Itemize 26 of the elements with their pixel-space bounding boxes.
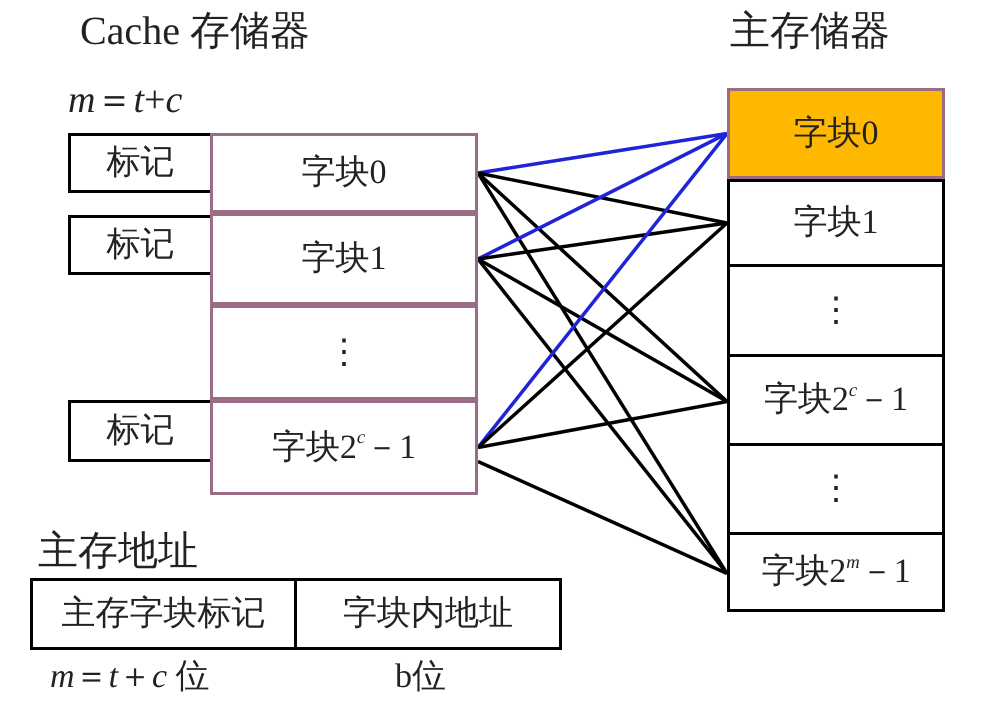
tag-block: 标记: [68, 133, 210, 193]
cache-block: ⋮: [210, 305, 478, 400]
section-heading: 主存地址: [38, 528, 198, 574]
bit-width-label: b位: [395, 658, 446, 696]
section-heading: 主存储器: [730, 8, 890, 54]
address-segment: 主存字块标记: [30, 578, 297, 650]
connector-line: [478, 132, 728, 175]
address-segment: 字块内地址: [297, 578, 562, 650]
memory-block: 字块2$^{m}$－1: [727, 535, 945, 612]
connector-line: [478, 171, 728, 225]
memory-block: 字块0: [727, 88, 945, 179]
tag-block: 标记: [68, 215, 210, 275]
connector-line: [478, 221, 728, 261]
connector-line: [478, 400, 728, 450]
bit-width-label: m＝t＋c 位: [50, 658, 210, 696]
cache-block: 字块2$^{c}$－1: [210, 400, 478, 495]
tag-block: 标记: [68, 400, 210, 462]
memory-block: ⋮: [727, 446, 945, 535]
cache-block: 字块1: [210, 213, 478, 305]
memory-block: ⋮: [727, 267, 945, 357]
connector-line: [477, 460, 728, 576]
section-heading: Cache 存储器: [80, 8, 310, 54]
cache-block: 字块0: [210, 133, 478, 213]
formula-label: m＝t+c: [68, 80, 182, 122]
memory-block: 字块1: [727, 179, 945, 267]
memory-block: 字块2$^{c}$－1: [727, 357, 945, 446]
